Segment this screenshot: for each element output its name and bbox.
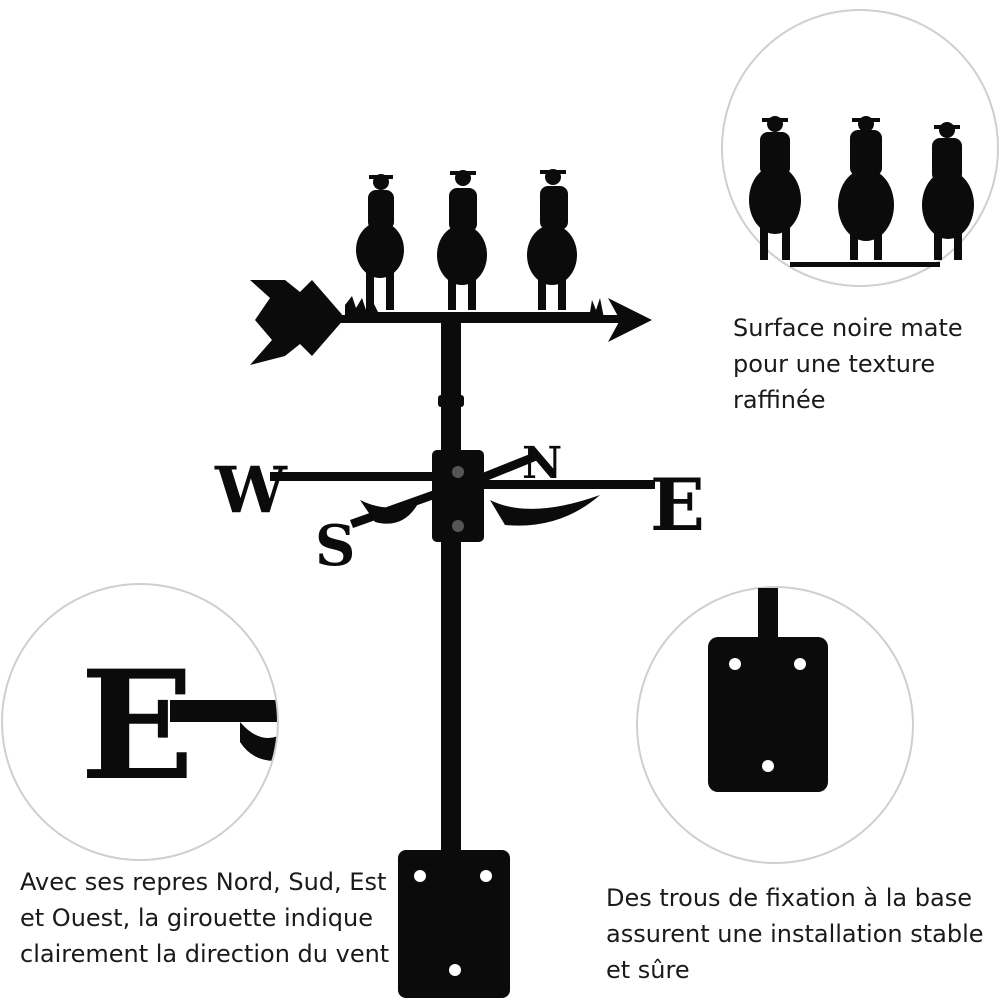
caption-directions: Avec ses repres Nord, Sud, Est et Ouest,…	[20, 868, 390, 968]
zoom-letter: E	[80, 638, 194, 814]
arrow-shaft	[300, 315, 620, 323]
scroll-decoration	[490, 495, 600, 526]
base-hole	[480, 870, 492, 882]
detail-circle-letter: E	[1, 583, 279, 861]
riders-silhouette	[356, 169, 577, 310]
compass-arm-west	[270, 472, 445, 481]
detail-circle-mount	[636, 586, 914, 864]
compass-letter-west: W	[214, 453, 288, 528]
base-hole	[414, 870, 426, 882]
scroll-decoration	[360, 500, 420, 524]
compass-arm-north	[470, 452, 538, 486]
weathervane: W E N S	[214, 169, 705, 998]
arrow-head	[608, 298, 652, 342]
caption-mounting: Des trous de fixation à la base assurent…	[606, 884, 984, 984]
compass-letter-north: N	[522, 438, 562, 489]
caption-surface: Surface noire mate pour une texture raff…	[733, 314, 963, 414]
compass-letter-south: S	[315, 513, 355, 579]
detail-circle-riders	[721, 9, 999, 287]
base-plate	[398, 850, 510, 998]
arrow-tail	[250, 280, 345, 365]
grass	[345, 296, 604, 318]
compass-hub	[432, 450, 484, 542]
base-hole	[449, 964, 461, 976]
compass-arm-east	[455, 480, 655, 489]
compass-letter-east: E	[650, 462, 705, 547]
pole-collar	[438, 395, 464, 407]
